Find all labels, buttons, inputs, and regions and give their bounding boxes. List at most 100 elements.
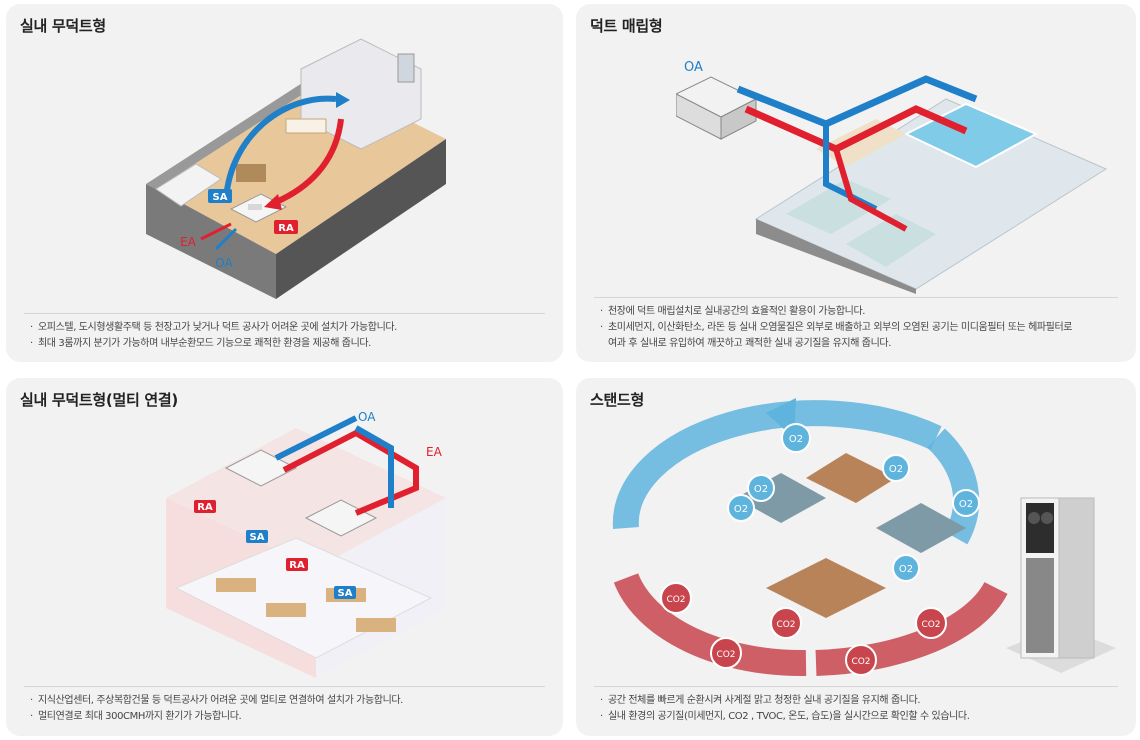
o2-label: O2 [959,499,973,510]
room [786,179,891,234]
unit-grille [248,204,262,210]
o2-bubble-icon [882,454,910,482]
co2-bubble-icon [660,582,692,614]
kitchen-counter [285,118,327,134]
desk [356,618,396,632]
wall-left [146,184,276,299]
ra-label: RA [278,223,294,234]
o2-label: O2 [754,484,768,495]
co2-bubble-icon [770,607,802,639]
co2-label: CO2 [921,620,940,630]
return-arrowhead-icon [264,194,282,210]
card-ductless-multi: 실내 무덕트형(멀티 연결) OA EA RA SA RA SA 지식산업센터,… [6,378,563,736]
room [846,214,936,267]
card-title: 실내 무덕트형 [20,17,106,35]
multi-connection-illustration: OA EA RA SA RA SA [166,410,446,678]
co2-bubble-icon [710,637,742,669]
sa-label: SA [250,532,265,543]
divider [24,686,545,687]
supply-arrowhead-icon [336,92,350,108]
o2-bubble-icon [727,494,755,522]
purifier-fan-panel [1026,503,1054,553]
description-item: 최대 3룸까지 분기가 가능하며 내부순환모드 기능으로 쾌적한 환경을 제공해… [30,336,547,352]
description-item: 지식산업센터, 주상복합건물 등 덕트공사가 어려운 곳에 멀티로 연결하여 설… [30,693,547,709]
purifier-side [1058,497,1095,659]
wall-top-edge [146,74,326,189]
window [397,53,415,83]
oa-label: OA [684,60,703,75]
ra-label-box [194,500,216,513]
card-standing-type: 스탠드형 O2 O2 O2 O2 O2 O2 CO2 CO2 CO2 CO2 [576,378,1136,736]
card-title: 실내 무덕트형(멀티 연결) [20,391,178,409]
oa-label: OA [358,410,376,424]
building-edge [756,219,916,294]
ra-label-box [274,220,298,234]
description-list: 지식산업센터, 주상복합건물 등 덕트공사가 어려운 곳에 멀티로 연결하여 설… [30,693,547,725]
o2-flow-arrow-icon [612,400,942,529]
o2-bubble-icon [952,489,980,517]
o2-label: O2 [789,434,803,445]
ea-label: EA [426,445,443,459]
description-item: 초미세먼지, 이산화탄소, 라돈 등 실내 오염물질은 외부로 배출하고 외부의… [600,320,1120,336]
sa-label: SA [213,192,228,203]
co2-label: CO2 [776,620,795,630]
co2-label: CO2 [666,595,685,605]
exhaust-duct [744,105,968,153]
wall-front [276,139,446,299]
outdoor-pipe [214,227,238,251]
exhaust-pipe [200,222,232,241]
o2-label: O2 [889,464,903,475]
standing-purifier-illustration: O2 O2 O2 O2 O2 O2 CO2 CO2 CO2 CO2 CO2 [612,398,1116,677]
card-title: 덕트 매립형 [590,17,663,35]
description-item: 실내 환경의 공기질(미세먼지, CO2 , TVOC, 온도, 습도)을 실시… [600,709,1120,725]
desk [266,603,306,617]
table [236,164,266,182]
divider [594,686,1118,687]
description-list: 오피스텔, 도시형생활주택 등 천장고가 낮거나 덕트 공사가 어려운 곳에 설… [30,320,547,352]
sa-label-box [334,586,356,599]
co2-bubble-icon [845,644,877,676]
entry-room [155,163,222,207]
ra-label: RA [289,560,305,571]
o2-bubble-icon [781,423,811,453]
oa-label: OA [215,256,233,270]
office-platform [766,558,886,618]
desk [216,578,256,592]
purifier-front-panel [1026,558,1054,653]
co2-label: CO2 [851,657,870,667]
office-platform [876,503,966,553]
description-list: 공간 전체를 빠르게 순환시켜 사계절 맑고 청정한 실내 공기질을 유지해 줍… [600,693,1120,725]
divider [594,297,1118,298]
fan-icon [1028,512,1040,524]
ra-label: RA [197,502,213,513]
exhaust-branch [833,148,908,232]
duct-building-illustration: OA EA [676,60,1108,294]
o2-label: O2 [899,564,913,575]
supply-duct [736,75,978,128]
ra-label-box [286,558,308,571]
card-duct-embedded: 덕트 매립형 OA EA 천장에 덕트 매립설치로 실내공간의 효율적인 활용이… [576,4,1136,362]
co2-label: CO2 [716,650,735,660]
o2-bubble-icon [892,554,920,582]
description-item: 멀티연결로 최대 300CMH까지 환기가 가능합니다. [30,709,547,725]
o2-label: O2 [734,504,748,515]
description-item: 오피스텔, 도시형생활주택 등 천장고가 낮거나 덕트 공사가 어려운 곳에 설… [30,320,547,336]
sa-label-box [246,530,268,543]
supply-branch [354,425,394,508]
sa-label: SA [338,588,353,599]
description-list: 천장에 덕트 매립설치로 실내공간의 효율적인 활용이 가능합니다. 초미세먼지… [600,304,1120,352]
supply-duct [274,415,358,461]
exhaust-duct [282,429,419,516]
ductless-room-illustration: SA RA EA OA [146,38,446,299]
description-item: 공간 전체를 빠르게 순환시켜 사계절 맑고 청정한 실내 공기질을 유지해 줍… [600,693,1120,709]
return-air-arrow-icon [274,118,344,205]
description-item: 천장에 덕트 매립설치로 실내공간의 효율적인 활용이 가능합니다. [600,304,1120,320]
card-ductless-indoor: 실내 무덕트형 SA RA EA OA 오피스텔, 도시형생활주택 [6,4,563,362]
o2-bubble-icon [747,474,775,502]
office-platform [806,453,896,503]
description-item-continued: 여과 후 실내로 유입하여 깨끗하고 쾌적한 실내 공기질을 유지해 줍니다. [608,338,891,349]
ea-label: EA [180,235,197,249]
card-title: 스탠드형 [590,391,645,409]
supply-air-arrow-icon [223,95,337,200]
co2-bubble-icon [915,607,947,639]
